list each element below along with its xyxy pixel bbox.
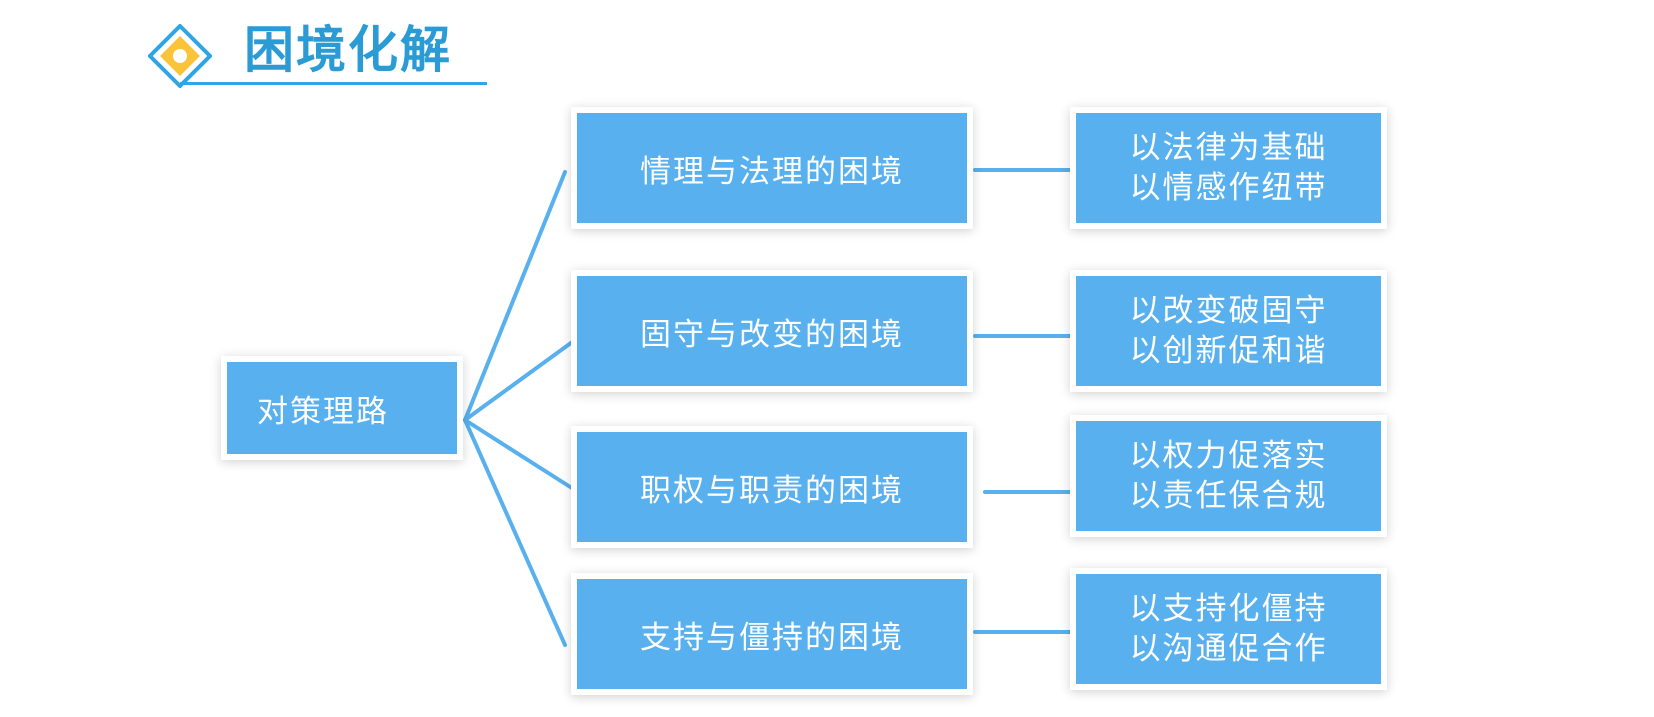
solution-line-2: 以沟通促合作 <box>1129 631 1328 667</box>
page-title: 困境化解 <box>244 21 452 79</box>
dilemma-node-2: 固守与改变的困境 <box>577 276 967 386</box>
solution-line-2: 以创新促和谐 <box>1129 333 1328 369</box>
solution-line-1: 以法律为基础 <box>1129 130 1328 166</box>
connector-root-branch-2 <box>463 338 577 422</box>
connector-root-branch-3 <box>463 418 577 492</box>
solution-line-1: 以改变破固守 <box>1129 293 1328 329</box>
diamond-circle-icon <box>148 24 212 88</box>
solution-line-2: 以情感作纽带 <box>1129 170 1328 206</box>
root-node: 对策理路 <box>227 362 457 454</box>
solution-line-1: 以支持化僵持 <box>1129 591 1328 627</box>
dilemma-node-4: 支持与僵持的困境 <box>577 579 967 689</box>
dilemma-node-3: 职权与职责的困境 <box>577 432 967 542</box>
solution-node-3: 以权力促落实 以责任保合规 <box>1076 421 1381 531</box>
connector-root-branch-1 <box>463 170 567 422</box>
connector-root-branch-4 <box>463 418 567 647</box>
solution-node-1: 以法律为基础 以情感作纽带 <box>1076 113 1381 223</box>
solution-node-4: 以支持化僵持 以沟通促合作 <box>1076 574 1381 684</box>
title-underline <box>180 82 487 85</box>
solution-line-2: 以责任保合规 <box>1129 478 1328 514</box>
solution-line-1: 以权力促落实 <box>1129 438 1328 474</box>
solution-node-2: 以改变破固守 以创新促和谐 <box>1076 276 1381 386</box>
dilemma-node-1: 情理与法理的困境 <box>577 113 967 223</box>
